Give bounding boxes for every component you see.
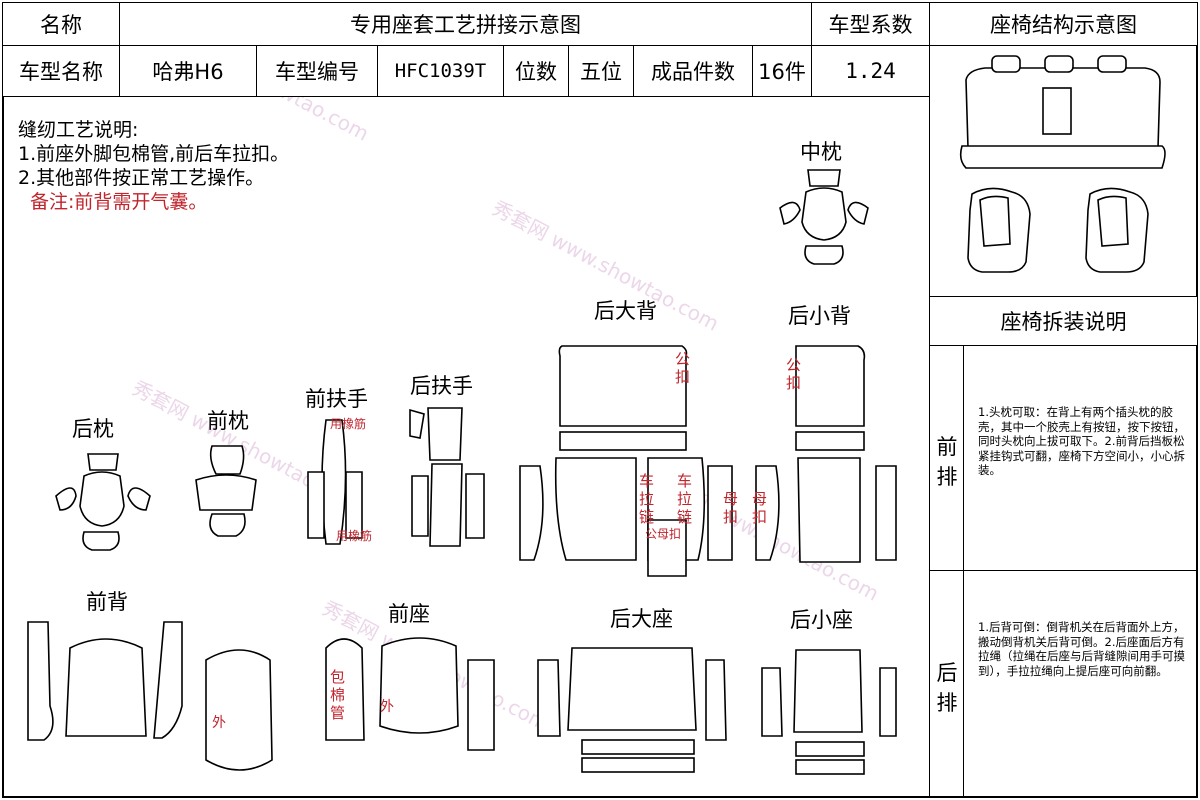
mark-elastic-top: 用橡筋	[330, 417, 367, 431]
front-row-label: 前排	[936, 435, 958, 489]
mark-zip-left: 车拉链	[639, 472, 655, 526]
label-front-armrest: 前扶手	[305, 387, 368, 411]
seats-value: 五位	[568, 45, 634, 97]
label-rear-pillow: 后枕	[72, 417, 114, 441]
mark-male-buckle-small: 公扣	[786, 356, 802, 392]
rear-row-text-cell	[963, 570, 1198, 798]
model-no: HFC1039T	[377, 45, 504, 97]
label-rear-big-back: 后大背	[594, 299, 657, 323]
mark-zip-right: 车拉链	[677, 472, 693, 526]
front-row-text: 1.头枕可取：在背上有两个插头枕的胶壳，其中一个胶壳上有按钮，按下按钮，同时头枕…	[978, 405, 1185, 477]
mark-female-buckle-left: 母扣	[723, 490, 739, 526]
mark-cotton-tube: 包棉管	[330, 668, 346, 722]
mark-male-female: 公母扣	[645, 527, 682, 541]
label-rear-small-back: 后小背	[788, 304, 851, 328]
label-front-back: 前背	[86, 590, 128, 614]
mark-male-buckle-big: 公扣	[675, 350, 691, 386]
rear-row-text: 1.后背可倒：倒背机关在后背面外上方，搬动倒背机关后背可倒。2.后座面后方有拉绳…	[978, 620, 1185, 678]
model-no-label: 车型编号	[256, 45, 378, 97]
mark-outer-seat: 外	[380, 699, 394, 715]
label-front-seat: 前座	[388, 602, 430, 626]
sewing-line-1: 1.前座外脚包棉管,前后车拉扣。	[18, 143, 290, 165]
structure-label: 座椅结构示意图	[929, 2, 1198, 46]
coef-value: 1.24	[811, 45, 930, 97]
sewing-remark: 备注:前背需开气囊。	[30, 191, 208, 213]
mark-elastic-bottom: 用橡筋	[336, 529, 373, 543]
label-rear-armrest: 后扶手	[410, 374, 473, 398]
seats-label: 位数	[503, 45, 569, 97]
label-front-pillow: 前枕	[207, 409, 249, 433]
label-rear-big-seat: 后大座	[610, 607, 673, 631]
sewing-title: 缝纫工艺说明:	[18, 119, 139, 141]
coef-label: 车型系数	[811, 2, 930, 46]
label-middle-pillow: 中枕	[800, 140, 842, 164]
sewing-line-2: 2.其他部件按正常工艺操作。	[18, 167, 265, 189]
label-rear-small-seat: 后小座	[790, 608, 853, 632]
mark-female-buckle-right: 母扣	[752, 490, 768, 526]
model-name-label: 车型名称	[2, 45, 120, 97]
model-name: 哈弗H6	[119, 45, 257, 97]
rear-row-label: 后排	[936, 661, 958, 715]
mark-outer-back: 外	[212, 715, 226, 731]
